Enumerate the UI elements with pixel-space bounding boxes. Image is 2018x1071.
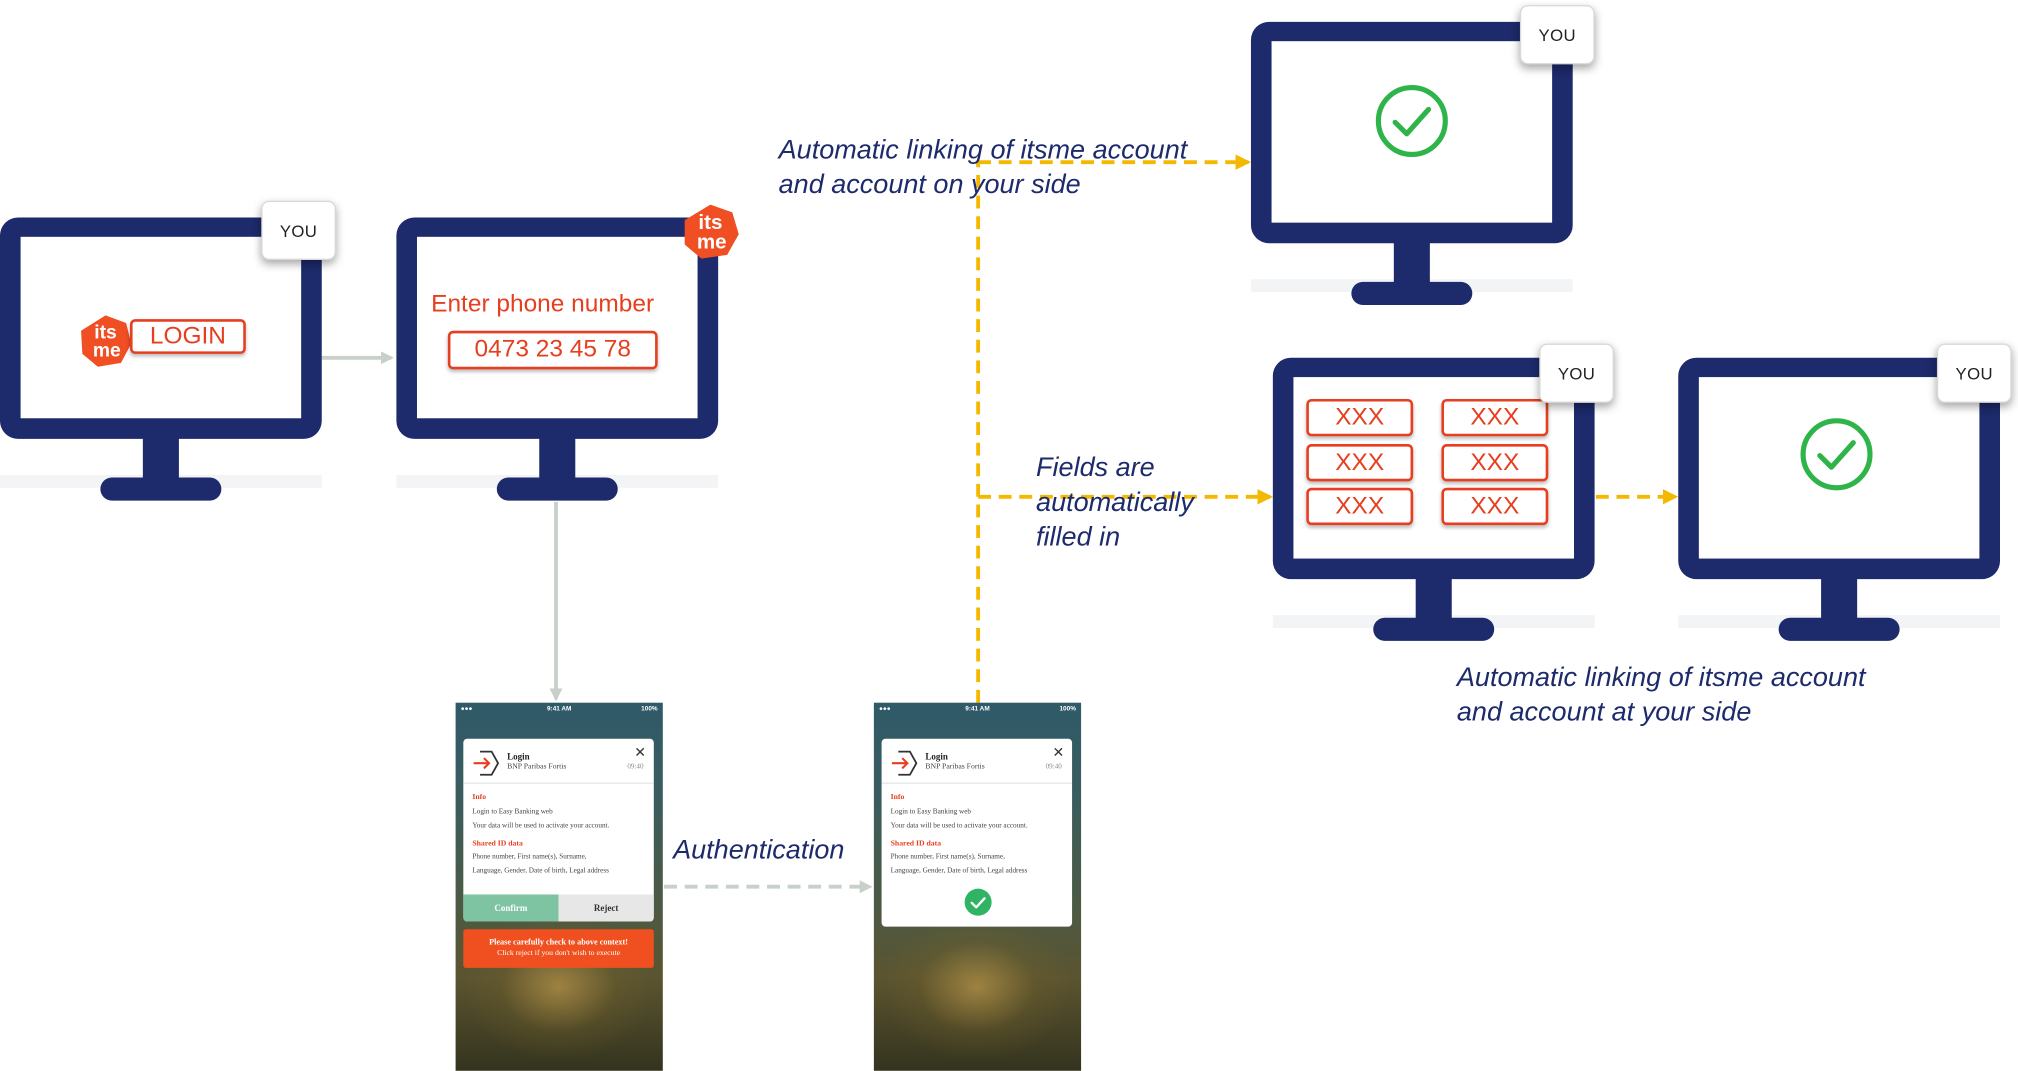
caption-linking-bottom: Automatic linking of itsme account and a…: [1457, 660, 1866, 729]
caption-linking-top: Automatic linking of itsme account and a…: [779, 133, 1188, 202]
form-field[interactable]: XXX: [1441, 487, 1549, 526]
caption-line: Automatic linking of itsme account: [778, 135, 1188, 165]
status-battery: 100%: [641, 705, 658, 713]
request-time: 09:40: [627, 763, 644, 771]
info-line: Login to Easy Banking web: [472, 808, 553, 816]
signal-icon: ●●●: [879, 705, 891, 713]
request-bank: BNP Paribas Fortis: [925, 763, 985, 771]
caption-fields-filled: Fields are automatically filled in: [1036, 450, 1194, 554]
phone-confirmed-screen: ●●● 9:41 AM 100% Login BNP Paribas Forti…: [873, 702, 1082, 1071]
shared-line: Phone number, First name(s), Surname,: [472, 853, 587, 862]
request-bank: BNP Paribas Fortis: [507, 763, 567, 771]
reject-button[interactable]: Reject: [558, 894, 654, 922]
monitor-screen: [416, 236, 698, 419]
shared-line: Phone number, First name(s), Surname,: [890, 853, 1005, 862]
monitor-linked-top: [1250, 21, 1573, 306]
form-field[interactable]: XXX: [1441, 444, 1549, 482]
caption-line: Automatic linking of itsme account: [1456, 662, 1866, 693]
request-time: 09:40: [1045, 763, 1062, 771]
caption-line: automatically: [1036, 487, 1194, 518]
caption-authentication: Authentication: [673, 835, 845, 865]
phone-number-input[interactable]: 0473 23 45 78: [447, 330, 658, 370]
itsme-logo: its me: [77, 313, 134, 370]
form-field[interactable]: XXX: [1306, 398, 1414, 437]
monitor-phone-entry: Enter phone number 0473 23 45 78: [396, 217, 719, 501]
logo-its: its: [698, 211, 722, 234]
confirm-button[interactable]: Confirm: [463, 894, 559, 922]
login-arrow-icon: [473, 750, 500, 776]
status-bar: ●●● 9:41 AM 100%: [874, 703, 1081, 716]
form-field[interactable]: XXX: [1306, 487, 1414, 526]
warning-line: Click reject if you don't wish to execut…: [497, 949, 621, 958]
form-field[interactable]: XXX: [1306, 444, 1414, 482]
info-heading: Info: [890, 794, 905, 802]
info-line: Your data will be used to activate your …: [472, 822, 610, 831]
logo-me: me: [93, 340, 121, 361]
phone-prompt-label: Enter phone number: [431, 290, 655, 318]
warning-line: Please carefully check to above context!: [489, 938, 629, 948]
check-circle-icon: [1800, 418, 1873, 491]
signal-icon: ●●●: [460, 705, 473, 713]
login-arrow-icon: [891, 750, 918, 776]
status-bar: ●●● 9:41 AM 100%: [456, 703, 663, 716]
shared-heading: Shared ID data: [890, 840, 942, 849]
login-request-card: Login BNP Paribas Fortis 09:40 ✕ Info Lo…: [463, 738, 654, 922]
phone-confirm-screen: ●●● 9:41 AM 100% Login BNP Paribas Forti…: [455, 702, 663, 1071]
status-time: 9:41 AM: [965, 705, 990, 713]
warning-banner: Please carefully check to above context!…: [463, 929, 654, 968]
caption-line: and account on your side: [778, 169, 1081, 200]
you-badge: YOU: [1539, 343, 1614, 403]
request-title: Login: [507, 751, 530, 762]
shared-line: Language, Gender, Date of birth, Legal a…: [890, 867, 1028, 876]
check-badge-icon: [964, 888, 992, 916]
you-badge: YOU: [1936, 343, 2012, 403]
monitor-screen: [1698, 377, 1980, 559]
caption-line: filled in: [1036, 522, 1121, 553]
status-battery: 100%: [1059, 705, 1076, 713]
form-field[interactable]: XXX: [1441, 398, 1549, 437]
close-icon[interactable]: ✕: [634, 745, 647, 761]
info-heading: Info: [472, 794, 487, 802]
check-circle-icon: [1375, 84, 1448, 158]
status-time: 9:41 AM: [546, 705, 572, 713]
logo-me: me: [697, 230, 727, 253]
request-title: Login: [925, 751, 948, 762]
shared-heading: Shared ID data: [472, 840, 523, 849]
login-button[interactable]: LOGIN: [129, 319, 246, 354]
itsme-logo: its me: [680, 202, 742, 261]
login-request-card: Login BNP Paribas Fortis 09:40 ✕ Info Lo…: [881, 738, 1073, 927]
you-badge: YOU: [1519, 5, 1595, 65]
caption-line: Fields are: [1036, 453, 1155, 483]
you-badge: YOU: [261, 200, 336, 260]
logo-its: its: [94, 322, 117, 343]
info-line: Login to Easy Banking web: [890, 808, 972, 816]
caption-line: and account at your side: [1456, 697, 1752, 728]
monitor-autofill-form: XXX XXX XXX XXX XXX XXX: [1272, 357, 1595, 641]
close-icon[interactable]: ✕: [1052, 745, 1065, 761]
shared-line: Language, Gender, Date of birth, Legal a…: [472, 867, 609, 876]
info-line: Your data will be used to activate your …: [890, 822, 1028, 831]
